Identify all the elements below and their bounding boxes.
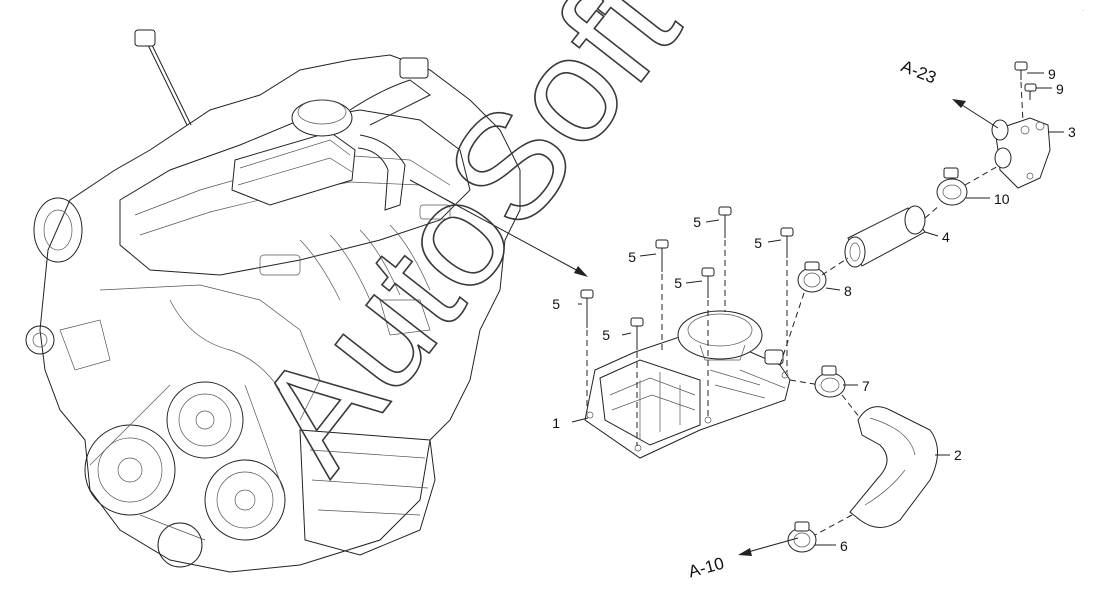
part-7-clamp xyxy=(814,365,846,398)
callout-9b: 9 xyxy=(1056,81,1064,97)
callout-1: 1 xyxy=(552,415,560,431)
assembly-axis-lines xyxy=(779,164,1001,536)
callout-5d: 5 xyxy=(674,275,682,291)
callout-4: 4 xyxy=(942,229,950,245)
callout-5e: 5 xyxy=(693,214,701,230)
callout-3: 3 xyxy=(1068,124,1076,140)
part-10-clamp xyxy=(936,167,968,206)
part-2-hose xyxy=(849,406,938,528)
engine-assembly xyxy=(25,29,521,573)
part-3-valve xyxy=(991,117,1051,189)
corner-mark: · xyxy=(1082,8,1084,14)
callout-8: 8 xyxy=(844,283,852,299)
callout-5b: 5 xyxy=(602,327,610,343)
ref-label-a10: A-10 xyxy=(686,554,726,582)
callout-10: 10 xyxy=(994,191,1010,207)
engine-to-part-arrow xyxy=(409,179,588,277)
callout-7: 7 xyxy=(862,378,870,394)
part-9-screws xyxy=(1014,61,1037,123)
callout-5a: 5 xyxy=(552,296,560,312)
callout-5f: 5 xyxy=(754,235,762,251)
callout-leaders xyxy=(571,72,1064,546)
part-4-hose-connector xyxy=(844,205,926,268)
ref-label-a23: A-23 xyxy=(898,56,938,87)
bolts-part-5 xyxy=(580,206,794,446)
callout-5c: 5 xyxy=(628,249,636,265)
part-1-oil-separator xyxy=(584,310,791,459)
callout-9a: 9 xyxy=(1048,66,1056,82)
callout-6: 6 xyxy=(840,538,848,554)
callout-2: 2 xyxy=(954,447,962,463)
part-6-clamp xyxy=(787,521,817,553)
reference-arrows xyxy=(738,99,999,556)
callout-numbers: 1 2 3 4 5 5 5 5 5 5 6 7 8 9 9 10 xyxy=(552,66,1076,554)
part-8-clamp xyxy=(797,261,827,293)
